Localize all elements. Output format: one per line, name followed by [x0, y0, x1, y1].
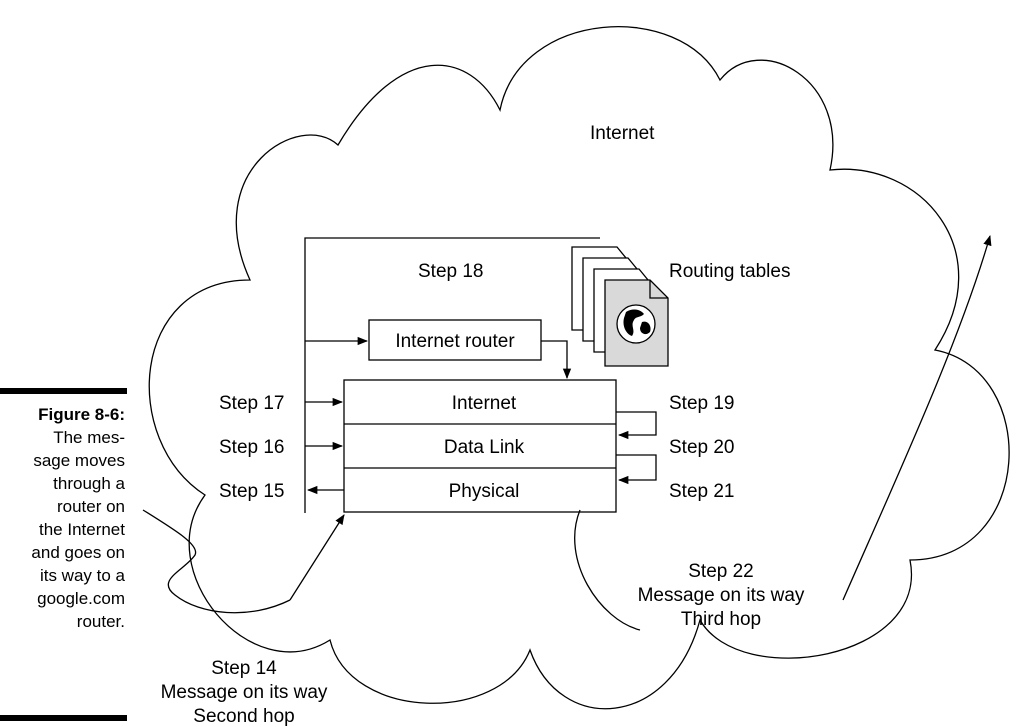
- incoming-line: Step 14: [211, 658, 277, 679]
- third-hop-cloud: [574, 509, 641, 631]
- outgoing-message-arrow: [842, 235, 992, 601]
- router-to-internet-layer-arrow: [541, 340, 572, 380]
- incoming-line: Second hop: [193, 706, 294, 727]
- caption-line: sage moves: [33, 451, 125, 470]
- caption-line: router on: [57, 497, 125, 516]
- step-20-label: Step 20: [669, 437, 735, 458]
- routing-tables-label: Routing tables: [669, 261, 790, 282]
- internet-router-label: Internet router: [395, 331, 515, 352]
- caption-line: google.com: [37, 589, 125, 608]
- caption-line: its way to a: [40, 566, 126, 585]
- step-21-label: Step 21: [669, 481, 735, 502]
- router-enclosure: [304, 237, 600, 513]
- incoming-message-label: Step 14 Message on its way Second hop: [161, 658, 328, 727]
- internet-cloud-label: Internet: [590, 123, 655, 144]
- outgoing-message-label: Step 22 Message on its way Third hop: [638, 561, 805, 630]
- routing-tables-icon: [571, 246, 669, 367]
- caption-line: The mes-: [53, 428, 125, 447]
- incoming-message-arrow: [289, 514, 345, 601]
- step-16-label: Step 16: [219, 437, 285, 458]
- layer-data-link: Data Link: [444, 437, 525, 458]
- figure-caption: Figure 8-6: The mes- sage moves through …: [31, 405, 125, 631]
- layer-physical: Physical: [449, 481, 520, 502]
- step-17-label: Step 17: [219, 393, 285, 414]
- step-20-21-bracket: [616, 454, 657, 485]
- outgoing-line: Step 22: [688, 561, 754, 582]
- caption-line: and goes on: [31, 543, 125, 562]
- incoming-line: Message on its way: [161, 682, 328, 703]
- caption-line: the Internet: [39, 520, 125, 539]
- outgoing-line: Message on its way: [638, 585, 805, 606]
- figure-label: Figure 8-6:: [38, 405, 125, 424]
- step-18-label: Step 18: [418, 261, 484, 282]
- layer-stack: [343, 379, 617, 513]
- incoming-path-line: [142, 509, 291, 614]
- caption-top-bar: [0, 388, 127, 394]
- step-19-label: Step 19: [669, 393, 735, 414]
- caption-line: router.: [77, 612, 125, 631]
- step-15-label: Step 15: [219, 481, 285, 502]
- caption-bottom-bar: [0, 715, 127, 721]
- caption-line: through a: [53, 474, 125, 493]
- step-19-20-bracket: [616, 411, 657, 440]
- layer-internet: Internet: [452, 393, 517, 414]
- internet-router-box: [368, 319, 542, 361]
- internet-cloud: [148, 26, 1010, 710]
- outgoing-line: Third hop: [681, 609, 761, 630]
